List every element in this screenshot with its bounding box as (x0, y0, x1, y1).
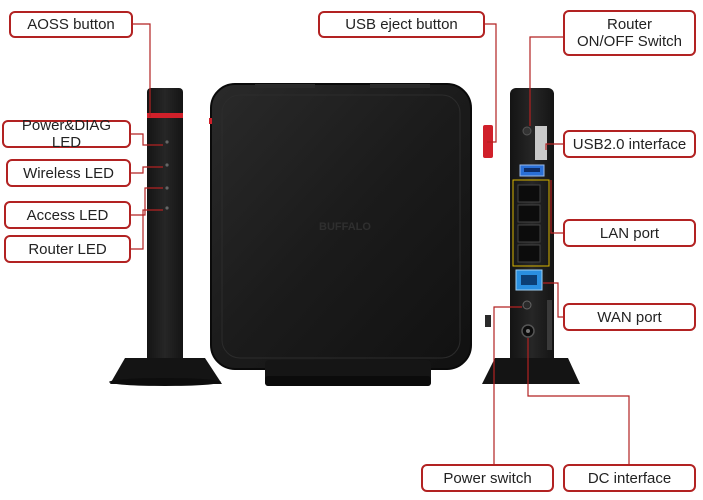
router-switch-plate (535, 126, 547, 160)
line-router-switch (529, 36, 563, 126)
line-aoss (133, 23, 151, 117)
label-usb20-text: USB2.0 interface (572, 135, 687, 153)
label-power-diag-led-text: Power&DIAG LED (21, 117, 112, 151)
line-wan (543, 282, 563, 318)
label-wan-port: WAN port (563, 303, 696, 331)
label-dc-interface-text: DC interface (587, 469, 672, 487)
usb-port-tongue (524, 168, 540, 172)
label-aoss-button: AOSS button (9, 11, 133, 38)
lan-jack-2 (517, 204, 541, 223)
power-diag-led (165, 140, 169, 144)
wireless-led (165, 163, 169, 167)
lan-jack-4 (517, 244, 541, 263)
label-router-switch-line2: ON/OFF Switch (576, 33, 682, 50)
power-switch-button (522, 300, 532, 310)
router-rear-view (482, 88, 580, 384)
rear-stand (482, 358, 580, 384)
router-led (165, 206, 169, 210)
brand-logo: BUFFALO (319, 221, 371, 233)
line-lan (550, 180, 563, 234)
label-router-switch-line1: Router (606, 16, 653, 33)
leader-lines (131, 23, 630, 464)
label-access-led: Access LED (4, 201, 131, 229)
label-aoss-text: AOSS button (27, 16, 115, 33)
aoss-red-strip (147, 113, 183, 118)
label-power-switch-text: Power switch (443, 469, 532, 487)
line-power-switch (493, 306, 522, 464)
line-power-diag-led (131, 133, 163, 146)
label-dc-interface: DC interface (563, 464, 696, 492)
line-access-led (131, 187, 163, 216)
router-front-view: BUFFALO (209, 83, 472, 386)
router-switch-knob (522, 126, 532, 136)
label-router-led: Router LED (4, 235, 131, 263)
line-usb20 (545, 143, 563, 150)
lan-jack-1 (517, 184, 541, 203)
line-router-led (131, 209, 163, 250)
label-power-switch: Power switch (421, 464, 554, 492)
label-usb20-interface: USB2.0 interface (563, 130, 696, 158)
lan-bracket (512, 179, 550, 267)
label-wan-port-text: WAN port (597, 308, 662, 326)
label-router-switch: Router ON/OFF Switch (563, 10, 696, 56)
side-stand (110, 358, 222, 384)
label-power-diag-led: Power&DIAG LED (2, 117, 131, 151)
label-lan-port-text: LAN port (599, 224, 660, 242)
label-wireless-led: Wireless LED (6, 159, 131, 187)
router-side-view (109, 88, 222, 386)
label-access-led-text: Access LED (26, 206, 109, 224)
label-usb-eject-button: USB eject button (318, 11, 485, 38)
label-wireless-led-text: Wireless LED (23, 164, 114, 182)
label-lan-port: LAN port (563, 219, 696, 247)
label-router-led-text: Router LED (28, 240, 107, 258)
line-dc-interface (527, 338, 630, 464)
line-usb-eject (485, 23, 497, 143)
lan-jack-3 (517, 224, 541, 243)
line-wireless-led (131, 166, 163, 174)
label-usb-eject-text: USB eject button (345, 16, 458, 33)
side-body (147, 88, 183, 370)
access-led (165, 186, 169, 190)
